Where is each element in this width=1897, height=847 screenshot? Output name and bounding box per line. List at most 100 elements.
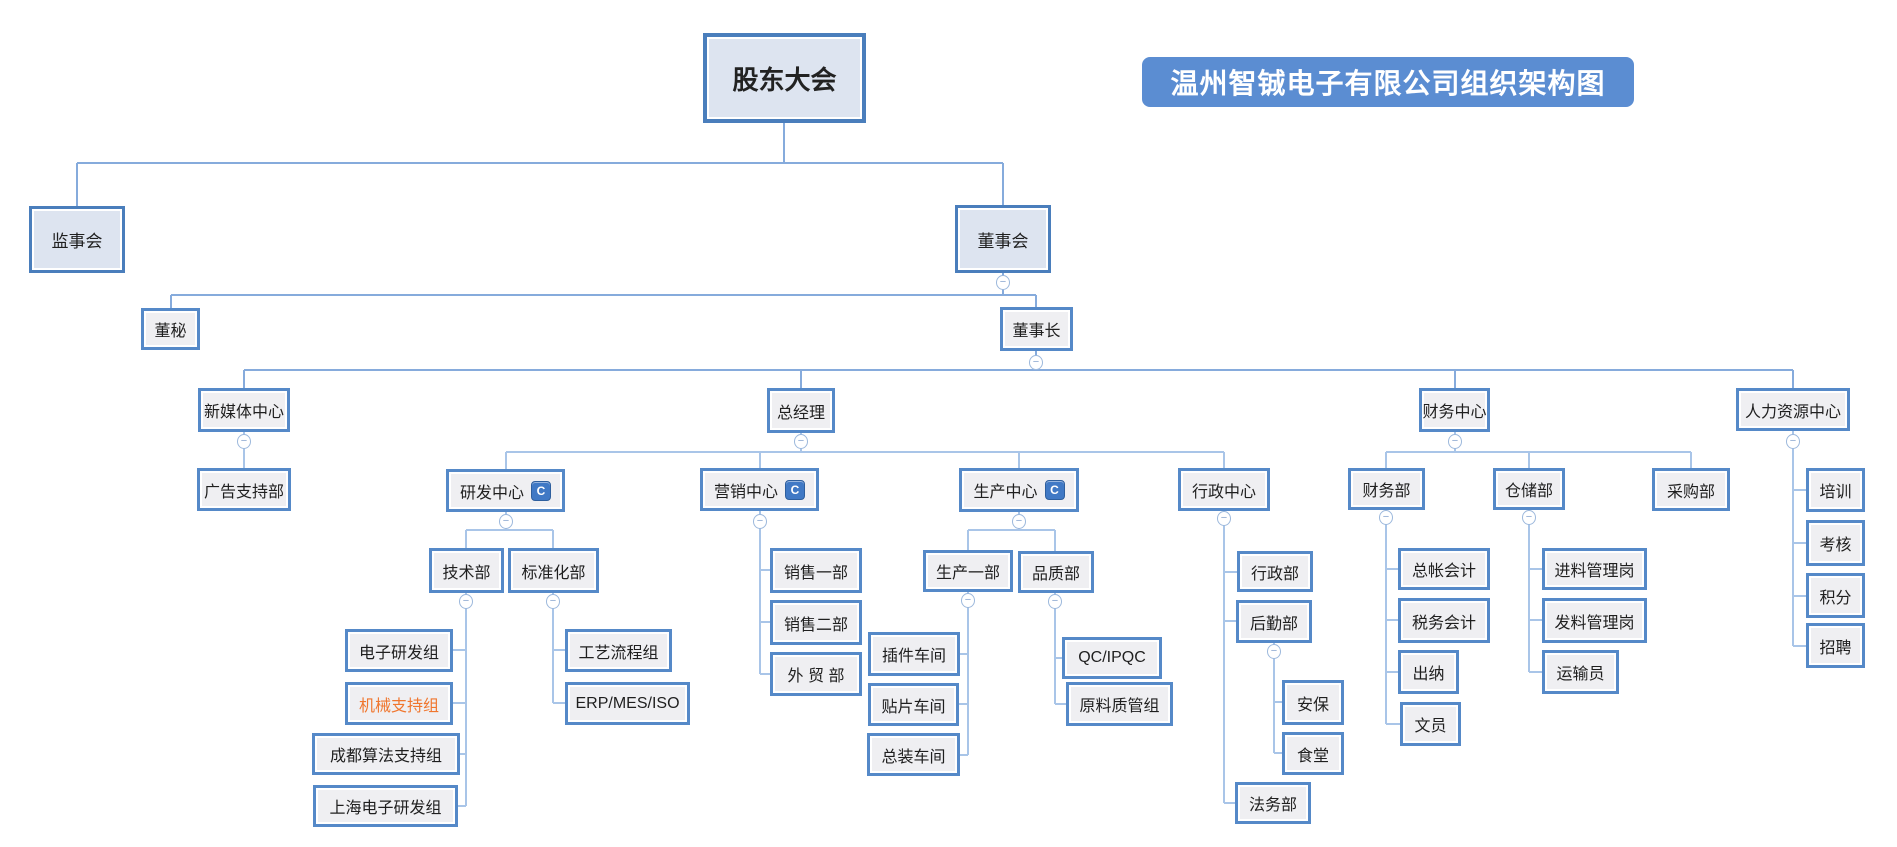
node-tech-dept[interactable]: 技术部 [429, 548, 504, 593]
node-ad-support-dept[interactable]: 广告支持部 [197, 468, 291, 511]
node-quality-dept[interactable]: 品质部 [1018, 551, 1094, 593]
node-label: 原料质管组 [1079, 698, 1160, 715]
collapse-minus-icon[interactable]: − [499, 514, 513, 529]
node-warehouse-dept[interactable]: 仓储部 [1493, 468, 1565, 510]
node-tax-accountant[interactable]: 税务会计 [1398, 598, 1490, 643]
node-raw-material-qc-group[interactable]: 原料质管组 [1066, 682, 1173, 726]
node-training[interactable]: 培训 [1806, 468, 1865, 512]
node-cashier[interactable]: 出纳 [1398, 650, 1459, 694]
node-label: 财务中心 [1422, 404, 1487, 421]
node-supervisory-board[interactable]: 监事会 [29, 206, 125, 273]
chart-title-banner[interactable]: 温州智铖电子有限公司组织架构图 [1142, 57, 1634, 107]
node-mechanical-support-group[interactable]: 机械支持组 [345, 682, 453, 725]
note-c-badge-icon[interactable]: C [531, 480, 551, 501]
node-label: 培训 [1819, 484, 1852, 501]
collapse-minus-icon[interactable]: − [1786, 434, 1800, 449]
node-label: 生产一部 [935, 565, 1000, 582]
node-qc-ipqc[interactable]: QC/IPQC [1062, 637, 1162, 679]
collapse-minus-icon[interactable]: − [1048, 594, 1062, 609]
node-material-issuing-mgmt[interactable]: 发料管理岗 [1542, 598, 1647, 643]
node-logistics-dept[interactable]: 后勤部 [1236, 600, 1312, 643]
node-label: 销售二部 [783, 616, 848, 634]
node-rd-center[interactable]: 研发中心 C [446, 469, 565, 512]
node-new-media-center[interactable]: 新媒体中心 [198, 388, 290, 432]
collapse-minus-icon[interactable]: − [794, 434, 808, 449]
node-gl-accountant[interactable]: 总帐会计 [1398, 548, 1490, 590]
collapse-minus-icon[interactable]: − [1217, 511, 1231, 526]
node-chengdu-algorithm-group[interactable]: 成都算法支持组 [312, 733, 460, 775]
collapse-minus-icon[interactable]: − [996, 275, 1010, 290]
node-label: 新媒体中心 [203, 404, 284, 421]
node-label: 进料管理岗 [1554, 563, 1635, 580]
node-label: 标准化部 [521, 564, 586, 582]
node-admin-dept[interactable]: 行政部 [1237, 551, 1313, 592]
collapse-minus-icon[interactable]: − [1029, 355, 1043, 370]
node-legal-dept[interactable]: 法务部 [1235, 782, 1311, 824]
node-security[interactable]: 安保 [1282, 680, 1344, 725]
node-process-flow-group[interactable]: 工艺流程组 [565, 629, 672, 672]
node-sales-dept-2[interactable]: 销售二部 [770, 600, 862, 645]
node-standardization-dept[interactable]: 标准化部 [508, 548, 599, 593]
node-label: 研发中心 [459, 484, 524, 502]
node-label: 董事会 [977, 231, 1029, 251]
collapse-minus-icon[interactable]: − [237, 434, 251, 449]
node-transporter[interactable]: 运输员 [1542, 650, 1619, 694]
node-smt-workshop[interactable]: 贴片车间 [868, 683, 959, 726]
node-label: 出纳 [1412, 666, 1445, 683]
node-chairman[interactable]: 董事长 [1000, 307, 1073, 351]
collapse-minus-icon[interactable]: − [546, 594, 560, 609]
node-foreign-trade-dept[interactable]: 外 贸 部 [770, 652, 862, 696]
node-label: 发料管理岗 [1554, 614, 1635, 632]
note-c-badge-icon[interactable]: C [785, 479, 805, 500]
node-board-secretary[interactable]: 董秘 [141, 308, 200, 350]
collapse-minus-icon[interactable]: − [1012, 514, 1026, 529]
node-label: 招聘 [1819, 639, 1852, 657]
collapse-minus-icon[interactable]: − [961, 593, 975, 608]
node-board-of-directors[interactable]: 董事会 [955, 205, 1051, 273]
node-label: 插件车间 [881, 648, 946, 665]
node-label: 机械支持组 [358, 697, 439, 715]
node-clerk[interactable]: 文员 [1400, 702, 1461, 746]
collapse-minus-icon[interactable]: − [1379, 510, 1393, 525]
node-label: 食堂 [1296, 747, 1329, 765]
node-plugin-workshop[interactable]: 插件车间 [868, 632, 960, 676]
node-label: 营销中心 [713, 483, 778, 501]
node-label: 人力资源中心 [1744, 403, 1841, 421]
node-shareholders-meeting[interactable]: 股东大会 [703, 33, 866, 123]
node-label: 仓储部 [1504, 483, 1553, 500]
node-purchasing-dept[interactable]: 采购部 [1652, 468, 1730, 511]
collapse-minus-icon[interactable]: − [753, 514, 767, 529]
node-assembly-workshop[interactable]: 总装车间 [867, 733, 960, 776]
node-label: 采购部 [1666, 483, 1715, 501]
node-label: 总装车间 [881, 748, 946, 766]
collapse-minus-icon[interactable]: − [1267, 644, 1281, 659]
node-label: 贴片车间 [881, 698, 946, 716]
node-label: 技术部 [442, 564, 491, 582]
collapse-minus-icon[interactable]: − [1522, 510, 1536, 525]
node-label: ERP/MES/ISO [575, 694, 680, 712]
node-recruitment[interactable]: 招聘 [1806, 623, 1865, 668]
node-admin-center[interactable]: 行政中心 [1178, 468, 1270, 511]
node-finance-center[interactable]: 财务中心 [1419, 388, 1490, 432]
collapse-minus-icon[interactable]: − [1448, 434, 1462, 449]
node-shanghai-electronics-rd-group[interactable]: 上海电子研发组 [313, 785, 458, 827]
node-marketing-center[interactable]: 营销中心 C [700, 468, 819, 511]
node-label: 法务部 [1248, 797, 1297, 814]
node-hr-center[interactable]: 人力资源中心 [1736, 388, 1850, 431]
note-c-badge-icon[interactable]: C [1044, 480, 1065, 500]
node-label: 总帐会计 [1411, 563, 1476, 580]
node-general-manager[interactable]: 总经理 [767, 388, 835, 433]
node-finance-dept[interactable]: 财务部 [1348, 468, 1425, 510]
node-points[interactable]: 积分 [1806, 573, 1865, 618]
node-assessment[interactable]: 考核 [1806, 520, 1865, 566]
node-label: QC/IPQC [1078, 649, 1146, 666]
node-production-dept-1[interactable]: 生产一部 [923, 550, 1013, 592]
node-electronics-rd-group[interactable]: 电子研发组 [345, 629, 453, 672]
node-incoming-material-mgmt[interactable]: 进料管理岗 [1542, 548, 1647, 590]
collapse-minus-icon[interactable]: − [459, 594, 473, 609]
node-sales-dept-1[interactable]: 销售一部 [770, 548, 862, 593]
node-canteen[interactable]: 食堂 [1282, 732, 1344, 775]
node-erp-mes-iso[interactable]: ERP/MES/ISO [565, 682, 690, 725]
